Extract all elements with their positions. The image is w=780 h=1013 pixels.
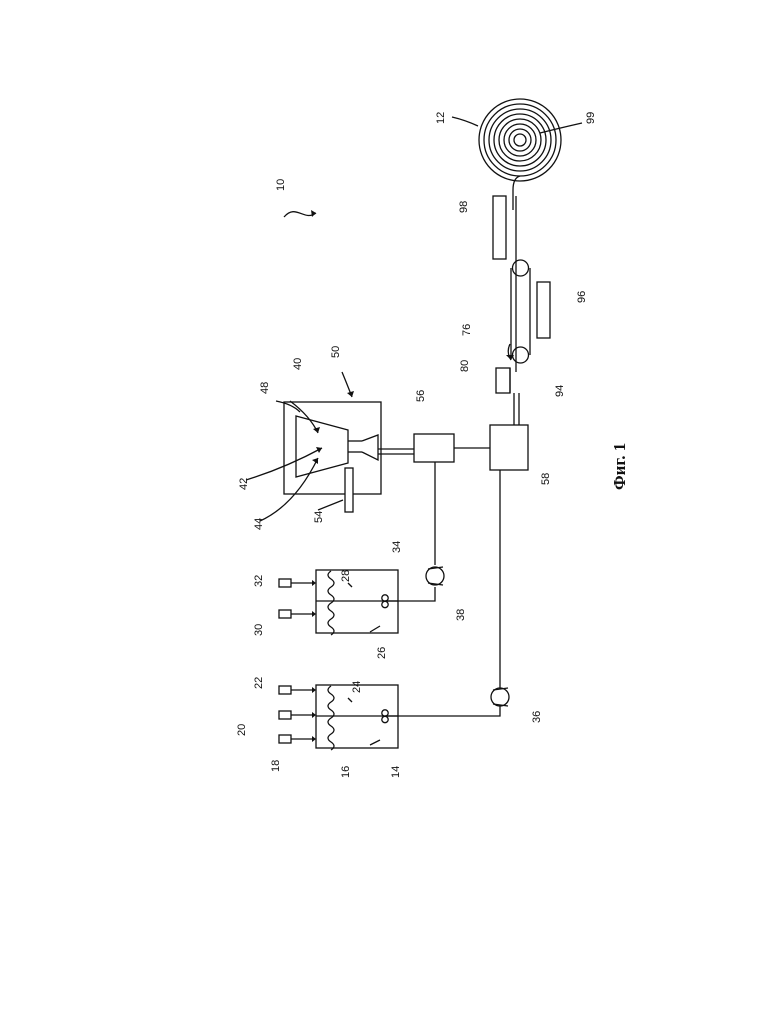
label-10: 10 xyxy=(275,179,287,191)
label-80: 80 xyxy=(459,360,471,372)
laminator-80 xyxy=(496,368,510,393)
label-28: 28 xyxy=(340,570,352,582)
plate-54 xyxy=(345,468,353,512)
figure-caption: Фиг. 1 xyxy=(610,443,629,490)
heater-96 xyxy=(537,282,550,338)
feed-box-30 xyxy=(279,610,316,618)
tank-b xyxy=(316,570,398,635)
label-12: 12 xyxy=(435,112,447,124)
label-22: 22 xyxy=(253,677,265,689)
label-96: 96 xyxy=(576,291,588,303)
label-94: 94 xyxy=(554,385,566,397)
pump-38 xyxy=(426,567,444,585)
coil-12 xyxy=(479,99,561,210)
feed-box-20 xyxy=(279,711,316,719)
label-98: 98 xyxy=(458,201,470,213)
feed-box-22 xyxy=(279,686,316,694)
mixer-56 xyxy=(414,434,454,462)
label-38: 38 xyxy=(455,609,467,621)
conveyor-belt xyxy=(511,196,530,372)
label-58: 58 xyxy=(540,473,552,485)
label-50: 50 xyxy=(330,346,342,358)
label-44: 44 xyxy=(253,518,265,530)
tank-a xyxy=(316,685,398,750)
feed-box-18 xyxy=(279,735,316,743)
label-26: 26 xyxy=(376,647,388,659)
label-24: 24 xyxy=(351,681,363,693)
label-36: 36 xyxy=(531,711,543,723)
label-48: 48 xyxy=(259,382,271,394)
heater-98 xyxy=(493,196,506,259)
label-56: 56 xyxy=(415,390,427,402)
feed-box-32 xyxy=(279,579,316,587)
label-42: 42 xyxy=(238,478,250,490)
label-16: 16 xyxy=(340,766,352,778)
enclosure-50 xyxy=(284,402,381,494)
label-30: 30 xyxy=(253,624,265,636)
label-99: 99 xyxy=(585,112,597,124)
label-34: 34 xyxy=(391,541,403,553)
label-14: 14 xyxy=(390,766,402,778)
mixing-head-58 xyxy=(490,425,528,470)
hopper-40 xyxy=(296,416,378,477)
label-32: 32 xyxy=(253,575,265,587)
label-18: 18 xyxy=(270,760,282,772)
pump-36 xyxy=(491,688,509,706)
label-54: 54 xyxy=(313,511,325,523)
label-76: 76 xyxy=(461,324,473,336)
label-20: 20 xyxy=(236,724,248,736)
label-40: 40 xyxy=(292,358,304,370)
